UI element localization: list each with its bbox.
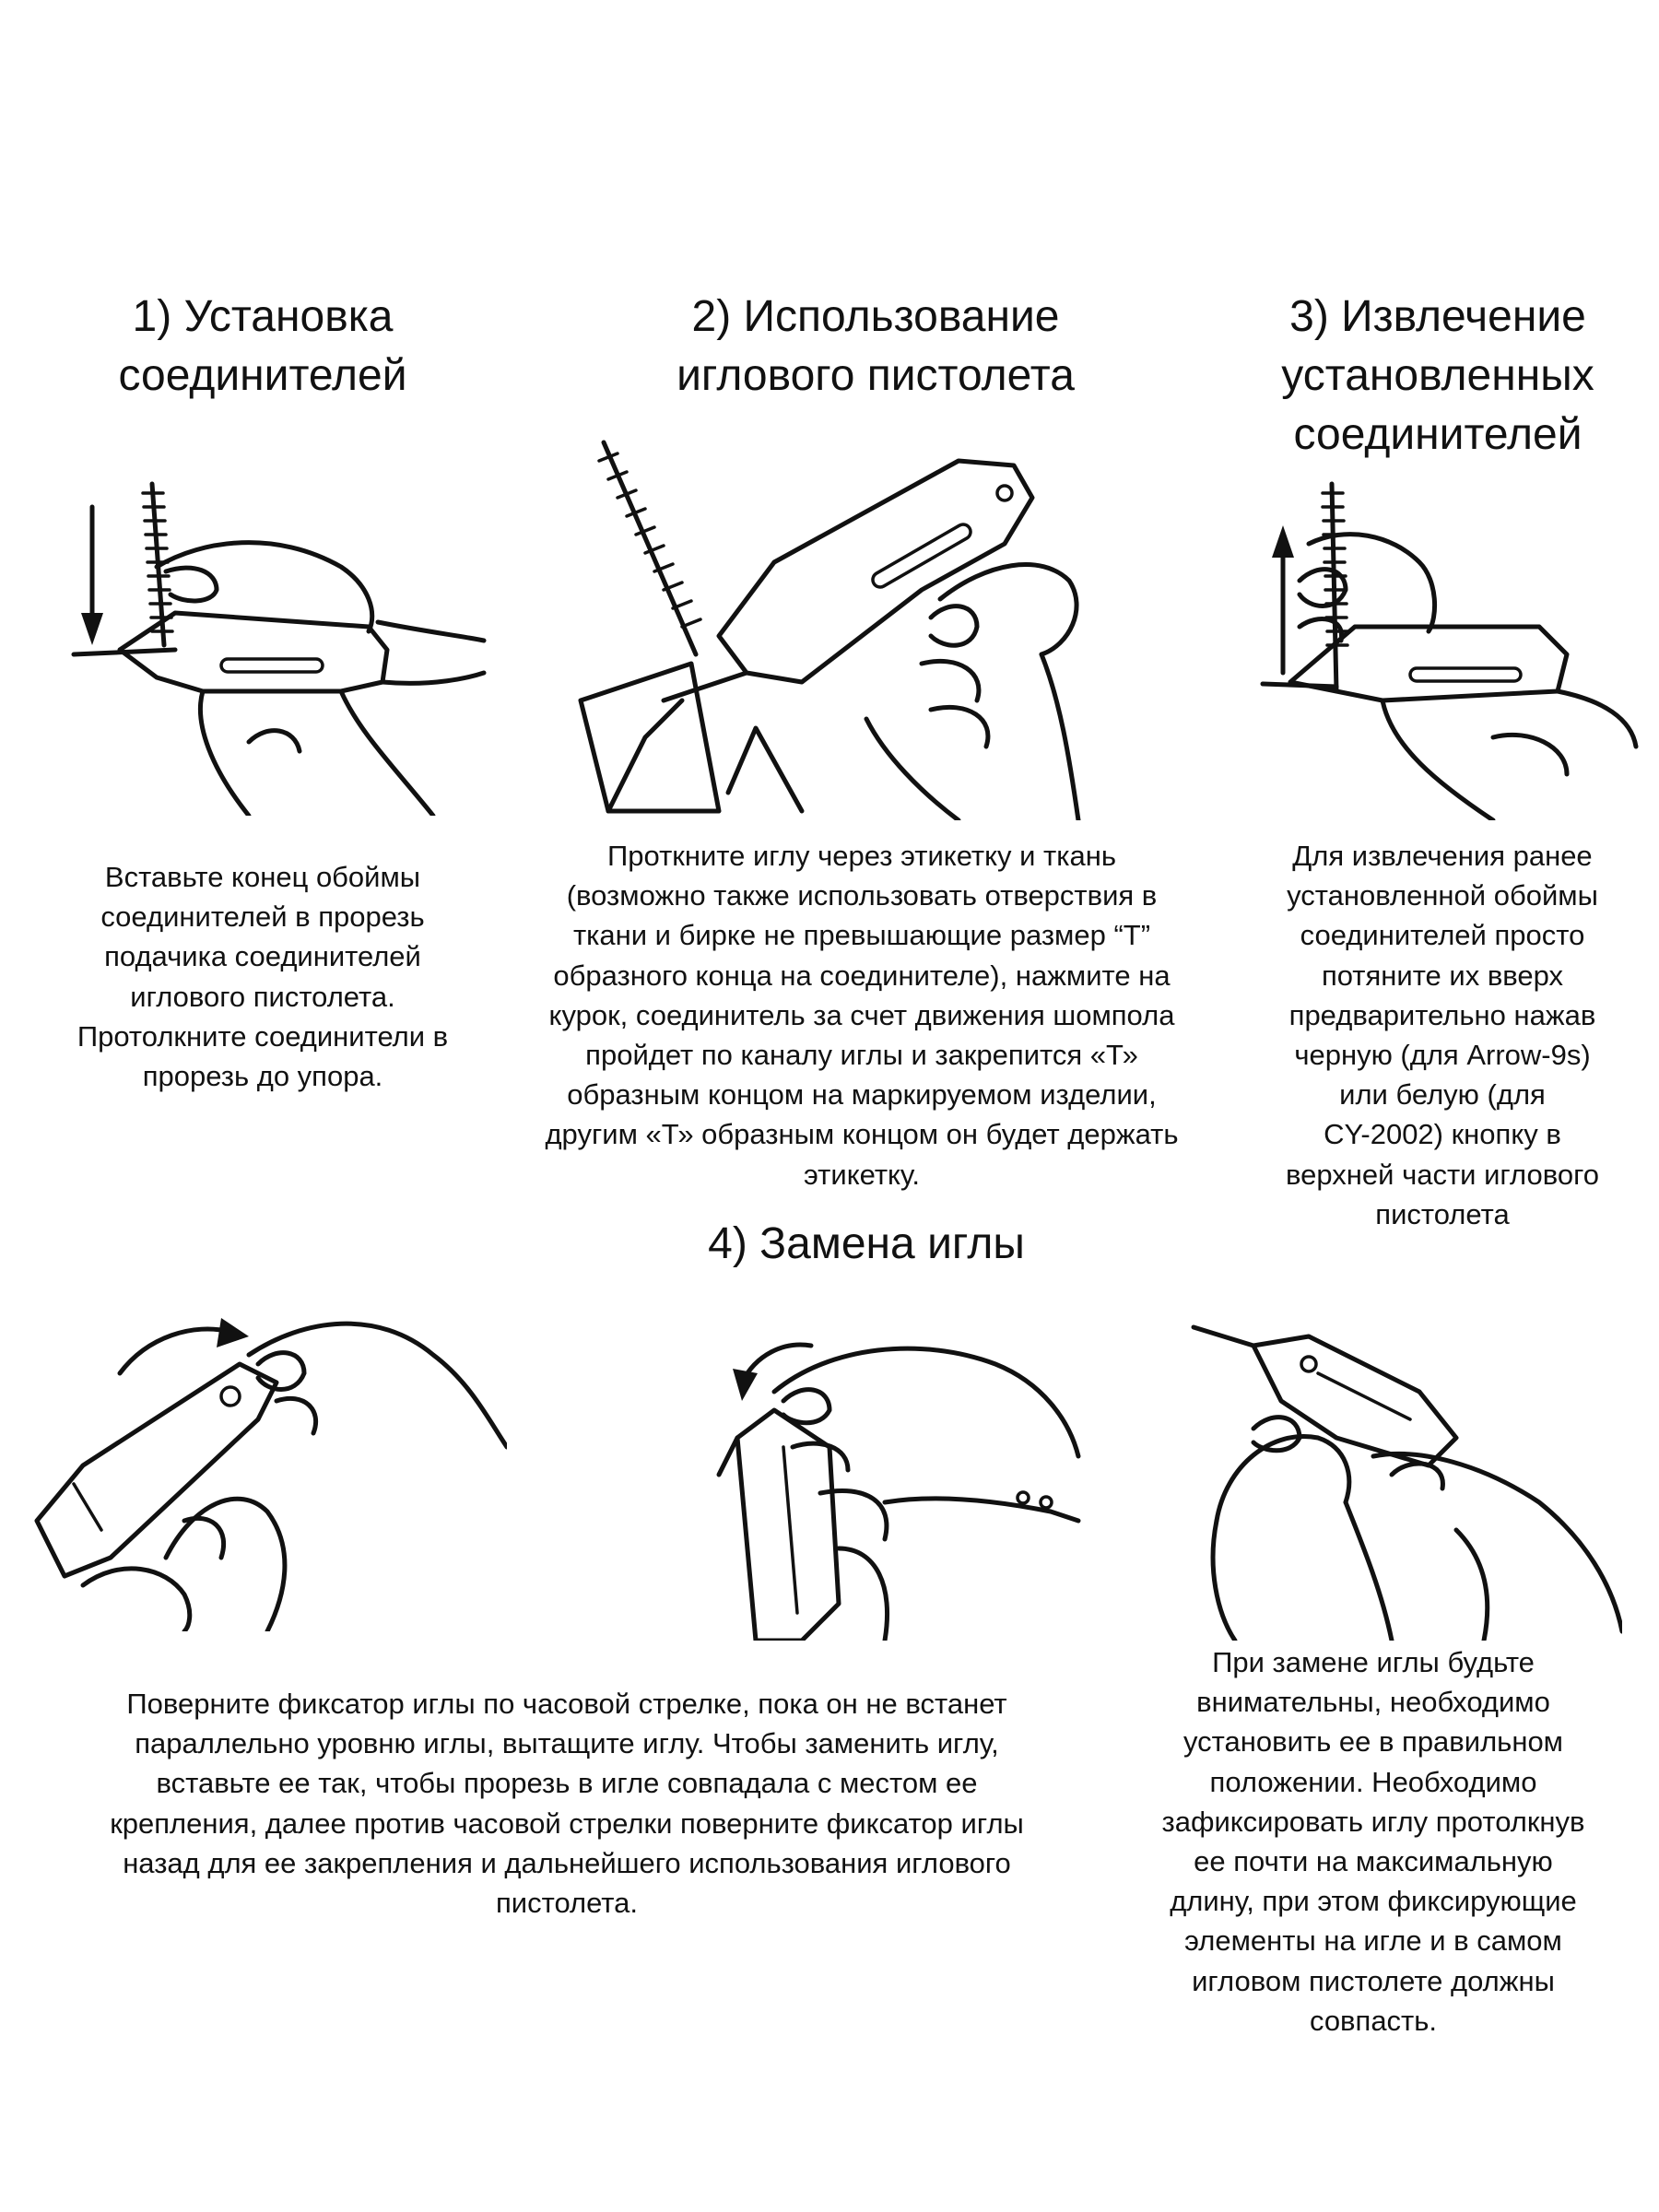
tagging-gun-icon xyxy=(71,610,390,694)
step4-text-right: При замене иглы будьте внимательны, необ… xyxy=(1161,1646,1585,2037)
step4-text-left: Поверните фиксатор иглы по часовой стрел… xyxy=(110,1688,1024,1920)
label-tag-icon xyxy=(578,661,805,814)
hand-icon xyxy=(771,1346,1081,1641)
step3-title: 3) Извлечение установленных соединителей xyxy=(1281,292,1594,459)
up-arrow-icon xyxy=(1272,525,1294,676)
step3-text: Для извлечения ранее установленной обойм… xyxy=(1286,840,1599,1230)
tagging-gun-icon xyxy=(34,1361,279,1579)
step1-illustration xyxy=(65,465,488,816)
tagging-gun-icon xyxy=(661,458,1035,703)
step2-illustration xyxy=(571,424,1088,820)
tagging-gun-icon xyxy=(1191,1324,1459,1468)
step2-title: 2) Использование иглового пистолета xyxy=(677,292,1075,400)
step4-illustration-1 xyxy=(28,1281,507,1631)
step1-text: Вставьте конец обоймы соединителей в про… xyxy=(76,861,449,1093)
step2-text: Проткните иглу через этикетку и ткань (в… xyxy=(545,840,1179,1191)
tagging-gun-icon xyxy=(1260,624,1570,703)
step4-illustration-2 xyxy=(700,1309,1088,1641)
step4-illustration-3 xyxy=(1180,1318,1622,1641)
hand-icon xyxy=(1297,532,1639,820)
step1-title: 1) Установка соединителей xyxy=(118,292,407,400)
hand-icon xyxy=(154,540,487,816)
tagging-gun-icon xyxy=(716,1407,841,1641)
hand-icon xyxy=(80,1321,507,1631)
step3-illustration xyxy=(1253,470,1641,820)
hand-icon xyxy=(1210,1415,1622,1641)
step4-title: 4) Замена иглы xyxy=(708,1219,1025,1268)
down-arrow-icon xyxy=(81,504,103,645)
fastener-strip-icon xyxy=(597,440,702,657)
clockwise-arrow-icon xyxy=(117,1318,249,1376)
counterclockwise-arrow-icon xyxy=(733,1342,814,1401)
hand-icon xyxy=(864,562,1081,820)
